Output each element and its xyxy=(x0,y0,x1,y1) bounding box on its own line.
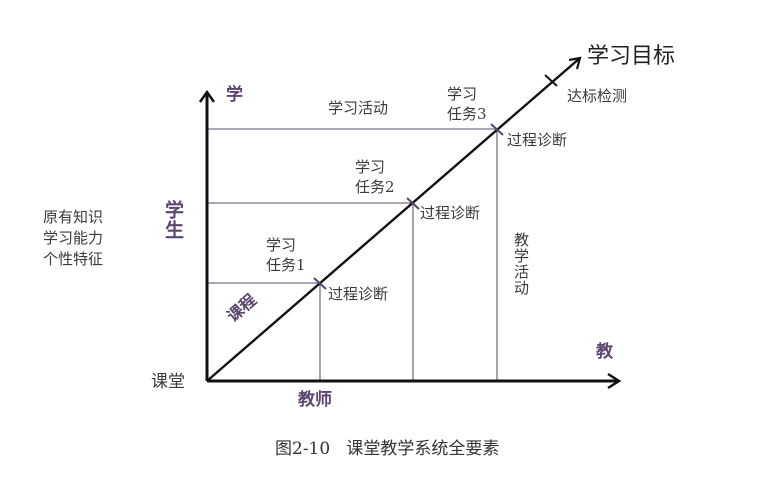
x-axis-bottom-label: 教师 xyxy=(298,390,332,410)
diagonal-line xyxy=(206,57,581,382)
axes xyxy=(198,89,622,390)
x-axis-end-label: 教 xyxy=(596,342,613,362)
task-grid-lines xyxy=(207,128,498,381)
checkpoint-ticks xyxy=(313,74,558,290)
origin-label: 课堂 xyxy=(151,372,185,392)
task1-title-line2: 任务1 xyxy=(266,256,306,274)
learning-goal-label: 学习目标 xyxy=(587,44,676,69)
task2-checkpoint: 过程诊断 xyxy=(420,204,481,222)
task1-checkpoint: 过程诊断 xyxy=(328,285,389,303)
y-axis-side-label: 学生 xyxy=(162,200,184,240)
task1-title-line1: 学习 xyxy=(266,236,297,254)
diagonal-arrow-icon xyxy=(568,56,582,70)
task3-title-line1: 学习 xyxy=(447,85,478,103)
task2-title-line2: 任务2 xyxy=(355,178,395,196)
x-axis-arrow-icon xyxy=(607,372,622,390)
task3-title-line2: 任务3 xyxy=(447,105,487,123)
y-axis-arrow-icon xyxy=(198,89,216,103)
final-check-label: 达标检测 xyxy=(567,87,628,105)
task3-checkpoint: 过程诊断 xyxy=(507,131,568,149)
trait-personality: 个性特征 xyxy=(43,250,104,268)
learning-activity-label: 学习活动 xyxy=(328,99,389,117)
tick-task2-icon xyxy=(406,197,420,210)
curriculum-diagonal xyxy=(206,56,582,382)
tick-final-check-icon xyxy=(544,74,558,87)
student-traits: 原有知识 学习能力 个性特征 xyxy=(43,208,103,268)
y-axis-top-label: 学 xyxy=(226,85,243,105)
tick-task1-icon xyxy=(313,277,327,290)
trait-prior-knowledge: 原有知识 xyxy=(43,208,104,226)
teaching-activity-label: 教学活动 xyxy=(512,232,530,296)
trait-learning-ability: 学习能力 xyxy=(43,229,104,247)
tick-task3-icon xyxy=(490,123,504,136)
task2-title-line1: 学习 xyxy=(355,158,386,176)
figure-caption: 图2-10 课堂教学系统全要素 xyxy=(275,439,500,459)
